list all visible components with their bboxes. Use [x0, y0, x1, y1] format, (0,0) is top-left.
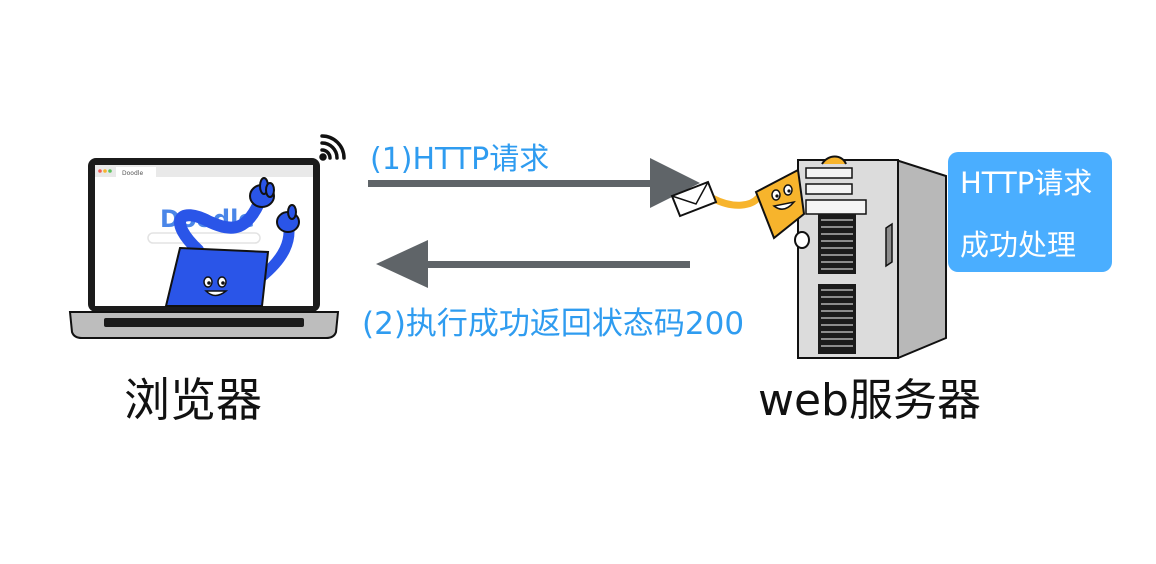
response-label: (2)执行成功返回状态码200	[362, 306, 745, 342]
server-badge-line2: 成功处理	[960, 228, 1077, 262]
server-status-badge: HTTP请求 成功处理	[948, 152, 1112, 272]
yellow-doodle-character	[708, 155, 847, 249]
server-label: web服务器	[758, 375, 981, 426]
envelope-icon	[670, 180, 718, 218]
browser-label: 浏览器	[124, 373, 262, 427]
wifi-icon	[319, 134, 346, 161]
request-arrow	[368, 158, 700, 208]
response-arrow	[376, 240, 690, 288]
request-label: (1)HTTP请求	[370, 142, 550, 177]
server-drive-bay-top	[818, 214, 856, 274]
browser-tab-text: Doodle	[122, 170, 143, 177]
server-badge-line1: HTTP请求	[960, 166, 1093, 200]
server-drive-bay-bottom	[818, 284, 856, 354]
server-icon	[797, 159, 947, 359]
laptop-icon: Doodle Doodle	[68, 158, 340, 339]
